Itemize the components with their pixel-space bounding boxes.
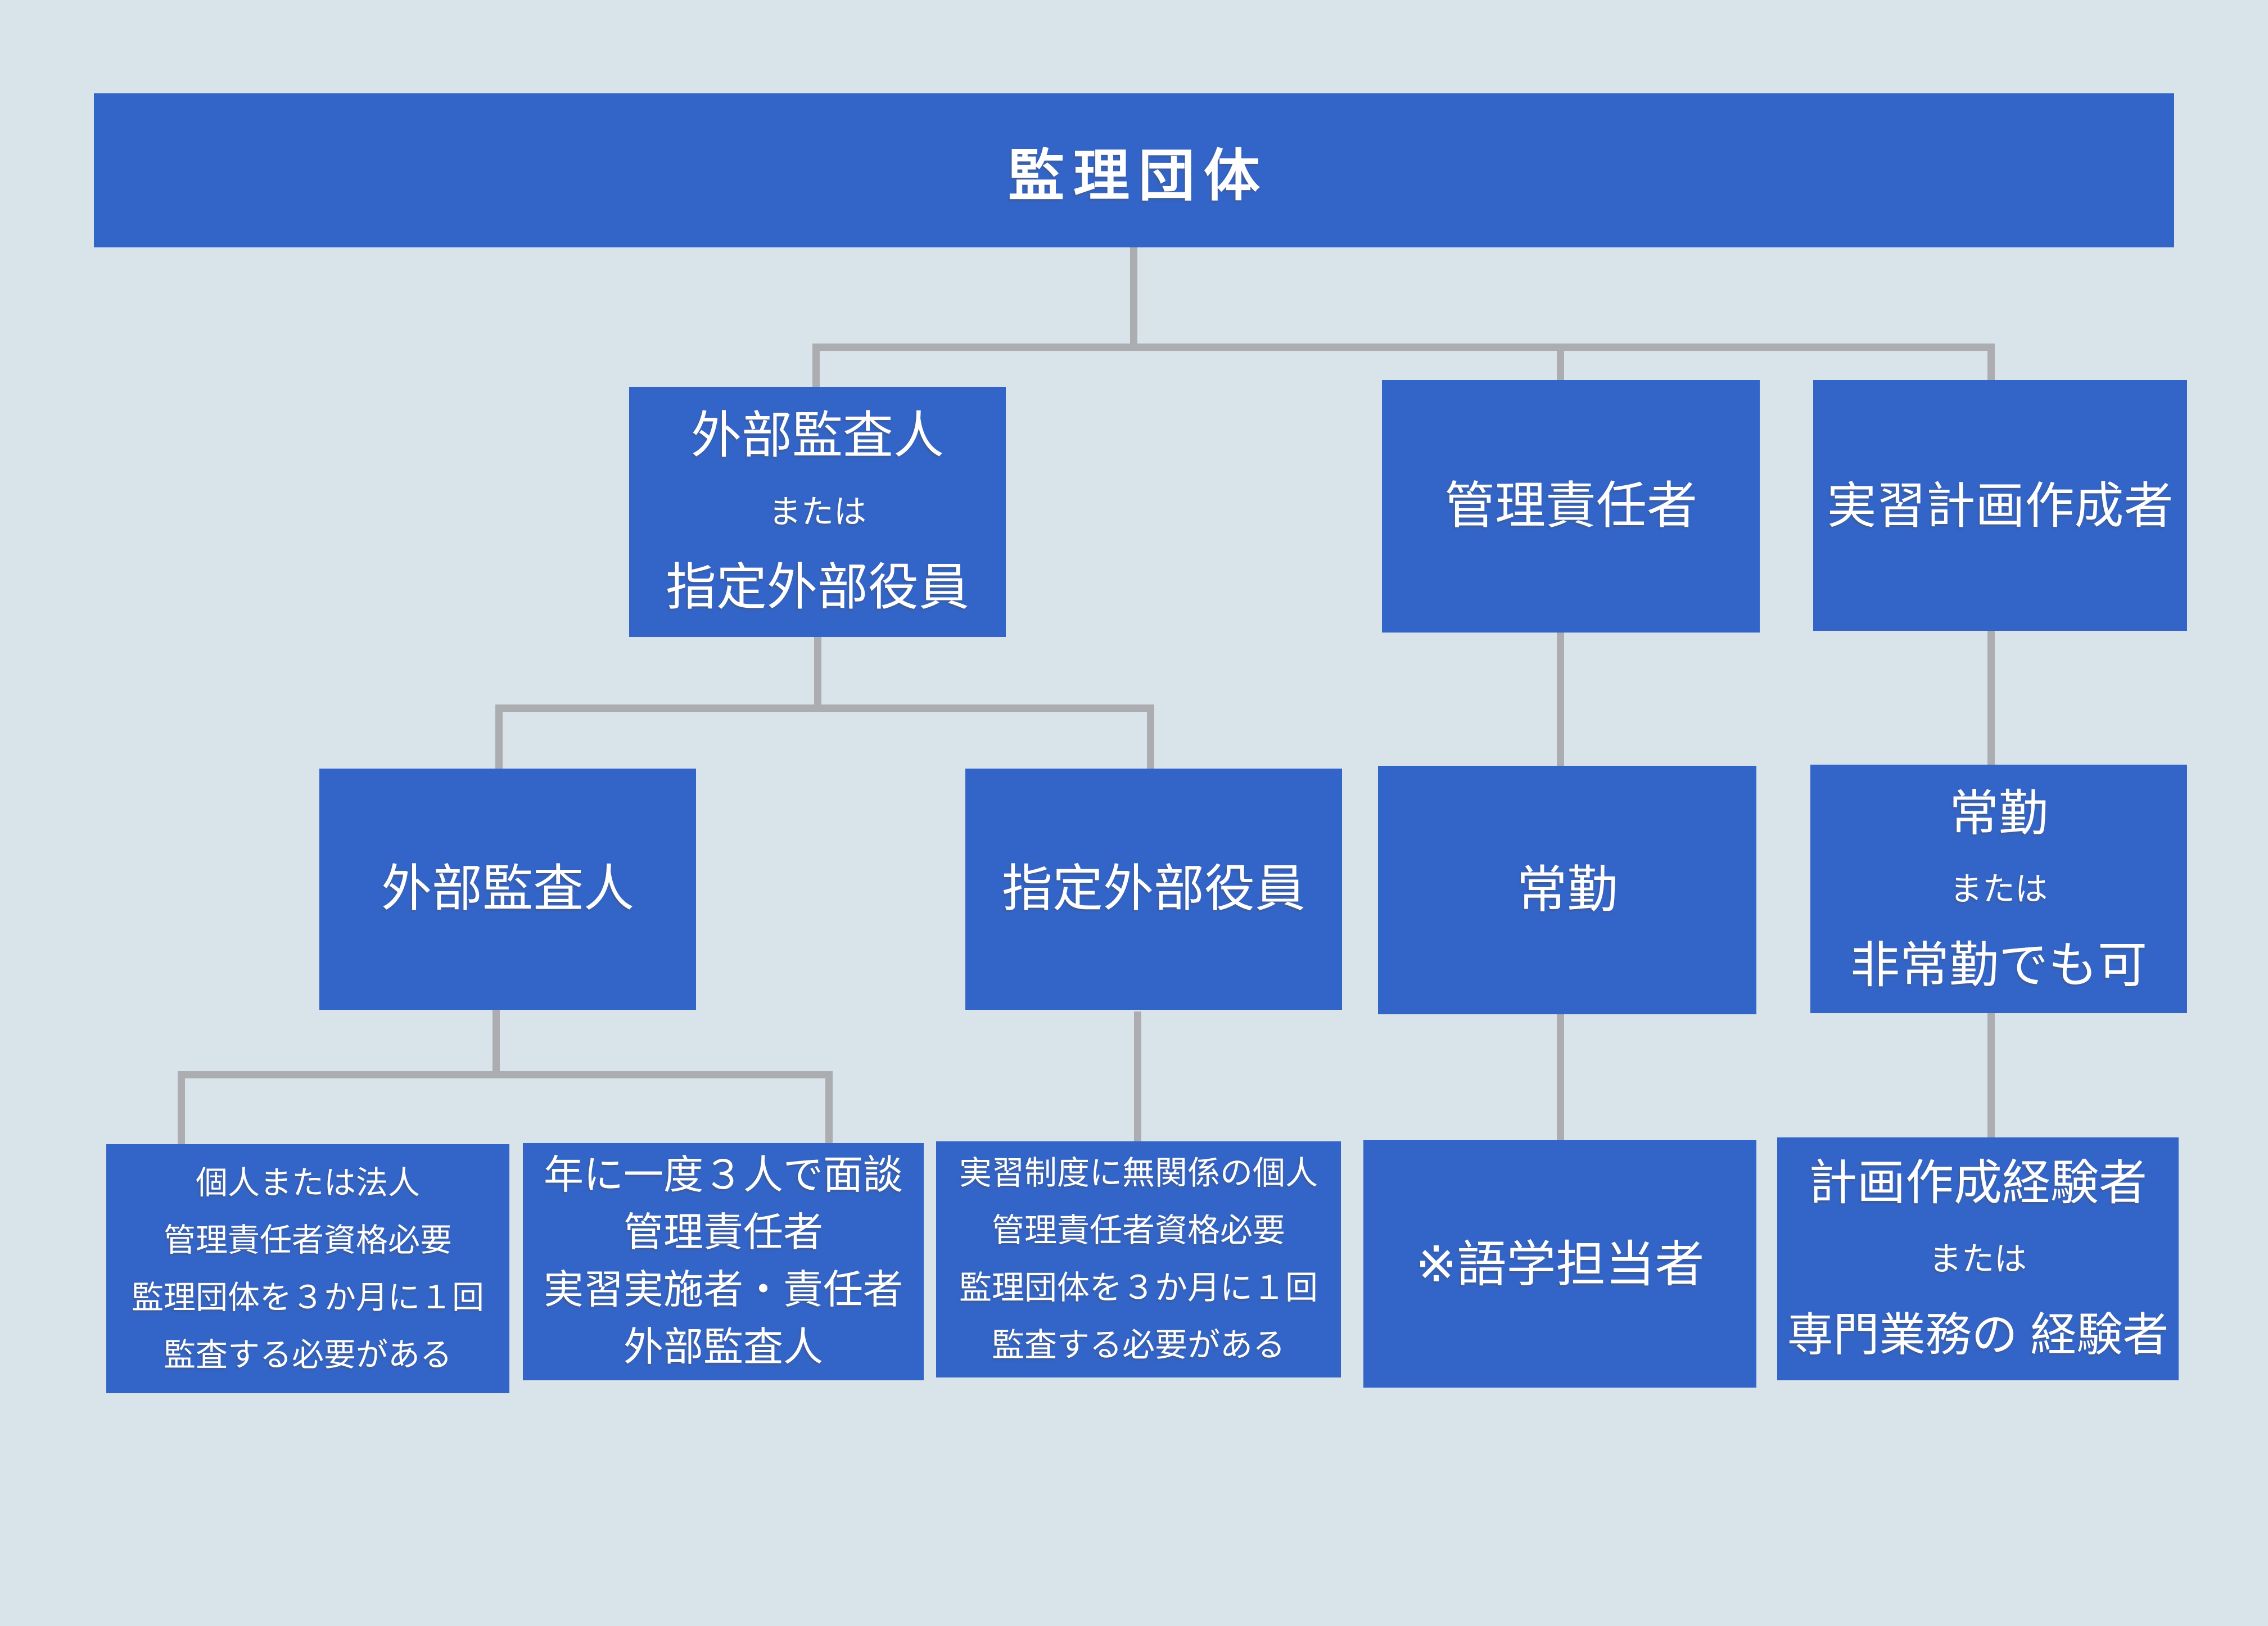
node-text-line: 実習計画作成者 xyxy=(1827,477,2174,534)
node-text-line: 実習制度に無関係の個人 xyxy=(959,1155,1318,1191)
connector-level2-split xyxy=(495,704,1154,712)
connector-level3-split xyxy=(178,1071,833,1078)
node-text-line: 指定外部役員 xyxy=(666,559,969,616)
connector-fulltime-to-language-staff xyxy=(1557,1014,1564,1140)
node-annual-interview-members: 年に一度３人で面談 管理責任者 実習実施者・責任者 外部監査人 xyxy=(523,1143,924,1380)
node-text-line: 監理団体を３か月に１回 xyxy=(132,1279,484,1316)
connector-drop-external-auditor xyxy=(495,704,503,769)
node-external-auditor: 外部監査人 xyxy=(319,769,696,1010)
node-plan-author-requirements: 計画作成経験者 または 専門業務の 経験者 xyxy=(1777,1137,2179,1380)
node-designated-external-officer: 指定外部役員 xyxy=(965,769,1342,1010)
node-text-line: 年に一度３人で面談 xyxy=(543,1153,903,1198)
node-text-line: または xyxy=(768,494,866,530)
node-text-line: ※語学担当者 xyxy=(1415,1236,1705,1292)
node-external-audit-group: 外部監査人 または 指定外部役員 xyxy=(629,387,1006,637)
node-full-time: 常勤 xyxy=(1378,766,1756,1014)
node-management-supervisor: 管理責任者 xyxy=(1382,380,1760,633)
node-text-line: 監理団体を３か月に１回 xyxy=(959,1270,1318,1306)
node-text-line: または xyxy=(1949,870,2048,907)
node-text-line: 管理責任者 xyxy=(1444,478,1697,534)
node-text-line: 外部監査人 xyxy=(691,408,944,464)
connector-drop-external-audit-group xyxy=(812,344,820,387)
connector-auditor-stem xyxy=(493,1010,500,1071)
connector-author-to-fulltime-or-part xyxy=(1987,631,1995,765)
connector-supervisor-to-fulltime xyxy=(1557,633,1564,766)
node-text-line: 実習実施者・責任者 xyxy=(543,1268,903,1312)
node-text-line: 指定外部役員 xyxy=(1002,861,1305,917)
connector-level1-split xyxy=(812,344,1995,351)
connector-drop-management-supervisor xyxy=(1557,344,1564,380)
node-text-line: 常勤 xyxy=(1949,785,2048,841)
connector-drop-training-plan-author xyxy=(1987,344,1995,380)
node-external-auditor-requirements: 個人または法人 管理責任者資格必要 監理団体を３か月に１回 監査する必要がある xyxy=(106,1144,509,1393)
node-text-line: 監査する必要がある xyxy=(164,1336,452,1373)
node-text-line: 専門業務の 経験者 xyxy=(1787,1309,2169,1361)
node-text-line: 外部監査人 xyxy=(381,861,634,917)
connector-audit-group-stem xyxy=(814,637,821,704)
node-text-line: 管理責任者資格必要 xyxy=(164,1222,452,1258)
connector-drop-designated-officer xyxy=(1147,704,1154,769)
node-text-line: 外部監査人 xyxy=(623,1325,823,1370)
page-title: 監理団体 xyxy=(1008,144,1269,207)
node-text-line: または xyxy=(1928,1240,2027,1277)
connector-root-stem xyxy=(1130,247,1137,344)
node-language-staff-note: ※語学担当者 xyxy=(1363,1140,1756,1388)
connector-to-plan-author-requirements xyxy=(1987,1013,1995,1137)
connector-drop-auditor-requirements xyxy=(178,1071,185,1144)
node-text-line: 非常勤でも可 xyxy=(1850,937,2147,993)
connector-drop-interview-members xyxy=(825,1071,833,1143)
node-text-line: 管理責任者 xyxy=(623,1211,823,1255)
node-supervising-organization: 監理団体 xyxy=(94,93,2174,247)
node-full-time-or-part-time: 常勤 または 非常勤でも可 xyxy=(1810,765,2187,1013)
connector-officer-to-requirements xyxy=(1134,1011,1141,1142)
node-designated-officer-requirements: 実習制度に無関係の個人 管理責任者資格必要 監理団体を３か月に１回 監査する必要… xyxy=(936,1141,1341,1377)
node-training-plan-author: 実習計画作成者 xyxy=(1813,380,2187,631)
node-text-line: 計画作成経験者 xyxy=(1809,1155,2147,1210)
node-text-line: 常勤 xyxy=(1516,861,1618,918)
node-text-line: 監査する必要がある xyxy=(991,1327,1285,1363)
node-text-line: 個人または法人 xyxy=(196,1164,420,1201)
node-text-line: 管理責任者資格必要 xyxy=(991,1212,1285,1249)
